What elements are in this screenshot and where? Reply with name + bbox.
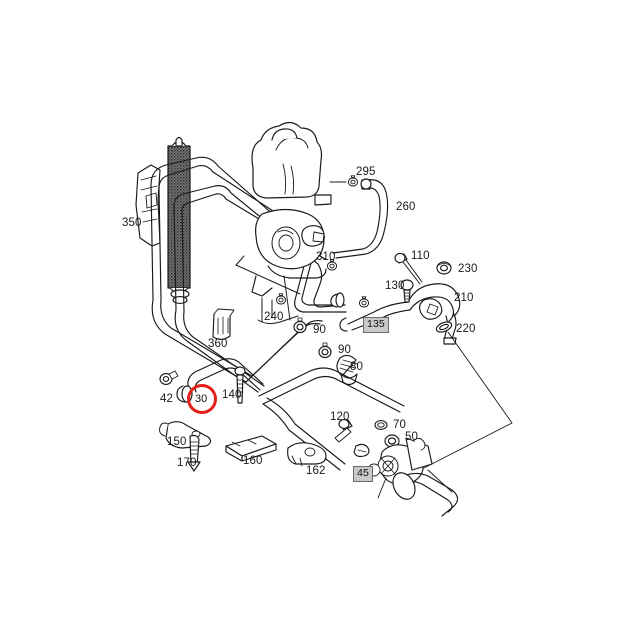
callout-110: 110 xyxy=(411,250,430,262)
seal-220 xyxy=(435,321,453,333)
seal-50 xyxy=(384,434,400,448)
steering-gear xyxy=(367,437,459,517)
callout-45: 45 xyxy=(353,466,373,482)
callout-135: 135 xyxy=(363,317,389,333)
clamp-162 xyxy=(287,442,327,467)
callout-70: 70 xyxy=(393,419,406,431)
callout-90-upper: 90 xyxy=(313,324,326,336)
hose-30 xyxy=(176,358,405,471)
callout-50: 50 xyxy=(405,431,418,443)
callout-120: 120 xyxy=(330,411,350,423)
callout-170: 170 xyxy=(177,457,197,469)
screw-130 xyxy=(400,279,414,303)
callout-260: 260 xyxy=(396,201,416,213)
callout-210: 210 xyxy=(454,292,474,304)
callout-30: 30 xyxy=(195,393,208,405)
pressure-line-210 xyxy=(339,283,461,345)
callout-90-lower: 90 xyxy=(338,344,351,356)
clamp-90a xyxy=(293,317,307,334)
callout-80: 80 xyxy=(350,361,363,373)
screw-170 xyxy=(187,434,201,472)
callout-160: 160 xyxy=(243,455,263,467)
clamp-135 xyxy=(358,296,370,308)
cooler-lines xyxy=(150,156,347,393)
power-steering-pump xyxy=(235,121,332,325)
clip-360 xyxy=(212,308,235,340)
callout-350: 350 xyxy=(122,217,142,229)
callout-230: 230 xyxy=(458,263,478,275)
hose-260 xyxy=(330,178,389,308)
callout-42: 42 xyxy=(160,393,173,405)
oil-cooler-350 xyxy=(135,136,191,304)
clamp-240 xyxy=(275,293,287,305)
bolt-120 xyxy=(334,419,353,443)
sleeve-80 xyxy=(336,354,358,386)
callout-295: 295 xyxy=(356,166,376,178)
callout-150: 150 xyxy=(167,436,187,448)
callout-140: 140 xyxy=(222,389,242,401)
highlight-ring-part-30 xyxy=(187,384,217,414)
screw-140 xyxy=(234,366,246,404)
callout-310: 310 xyxy=(316,251,336,263)
bracket-45 xyxy=(353,443,370,458)
callout-360: 360 xyxy=(208,338,228,350)
callout-162: 162 xyxy=(306,465,326,477)
heat-shield-160 xyxy=(225,435,277,462)
clamp-90b xyxy=(318,342,332,359)
fitting-42 xyxy=(159,370,179,385)
bolt-110 xyxy=(394,252,423,285)
callout-130: 130 xyxy=(385,280,405,292)
callout-220: 220 xyxy=(456,323,476,335)
oring-70 xyxy=(374,420,388,430)
callout-240: 240 xyxy=(264,311,284,323)
oring-230 xyxy=(436,261,452,275)
